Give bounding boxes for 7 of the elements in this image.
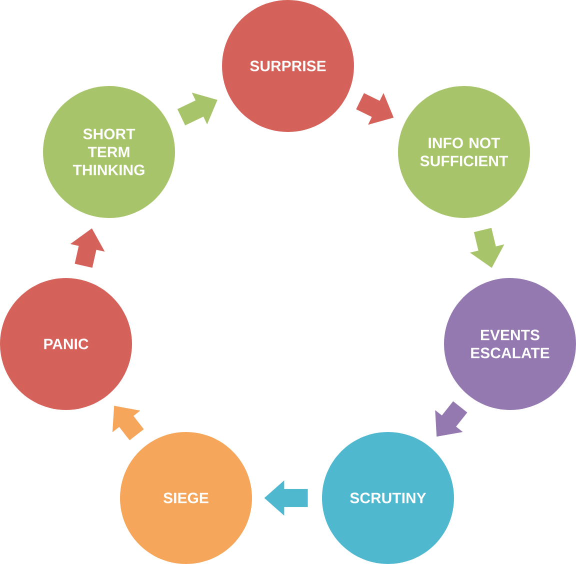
circle-node: SIEGE — [120, 432, 252, 564]
circle-node: SURPRISE — [222, 0, 354, 132]
circle-node: SHORT TERM THINKING — [43, 86, 175, 218]
circle-node: INFO NOT SUFFICIENT — [398, 86, 530, 218]
circle-node: PANIC — [0, 278, 132, 410]
circle-node: SCRUTINY — [322, 432, 454, 564]
circle-node: EVENTS ESCALATE — [444, 278, 576, 410]
